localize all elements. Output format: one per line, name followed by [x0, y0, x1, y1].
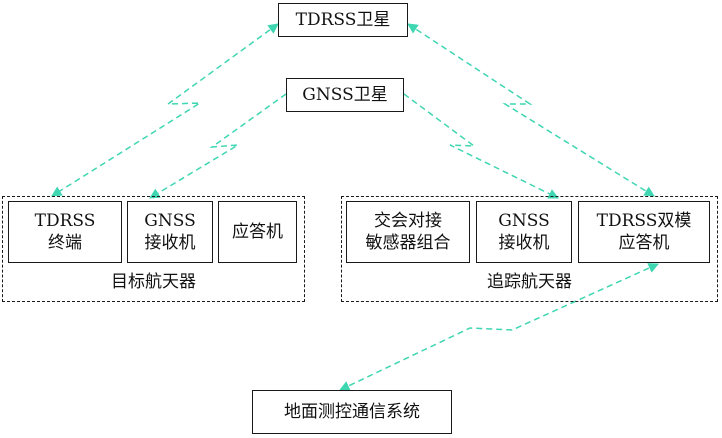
link-tdrss-to-target-terminal — [51, 23, 279, 197]
target-spacecraft-label: 目标航天器 — [111, 272, 196, 292]
link-tdrss-to-tracking-transponder — [407, 23, 655, 197]
tracking-spacecraft-group — [341, 196, 718, 302]
tracking-rendezvous-sensor: 交会对接 敏感器组合 — [346, 201, 470, 263]
tracking-tdrss-transponder: TDRSS双模 应答机 — [578, 201, 710, 263]
tdrss-satellite-box: TDRSS卫星 — [278, 3, 408, 37]
link-gnss-to-target-receiver — [149, 93, 287, 199]
ground-control-system-box: 地面测控通信系统 — [252, 390, 452, 434]
tracking-gnss-receiver: GNSS 接收机 — [476, 201, 572, 263]
link-gnss-to-tracking-receiver — [403, 93, 559, 199]
gnss-satellite-box: GNSS卫星 — [286, 78, 404, 112]
target-spacecraft-group — [2, 196, 305, 302]
target-gnss-receiver: GNSS 接收机 — [127, 201, 213, 263]
target-transponder: 应答机 — [218, 201, 297, 263]
tracking-spacecraft-label: 追踪航天器 — [487, 272, 572, 292]
target-tdrss-terminal: TDRSS 终端 — [8, 201, 122, 263]
